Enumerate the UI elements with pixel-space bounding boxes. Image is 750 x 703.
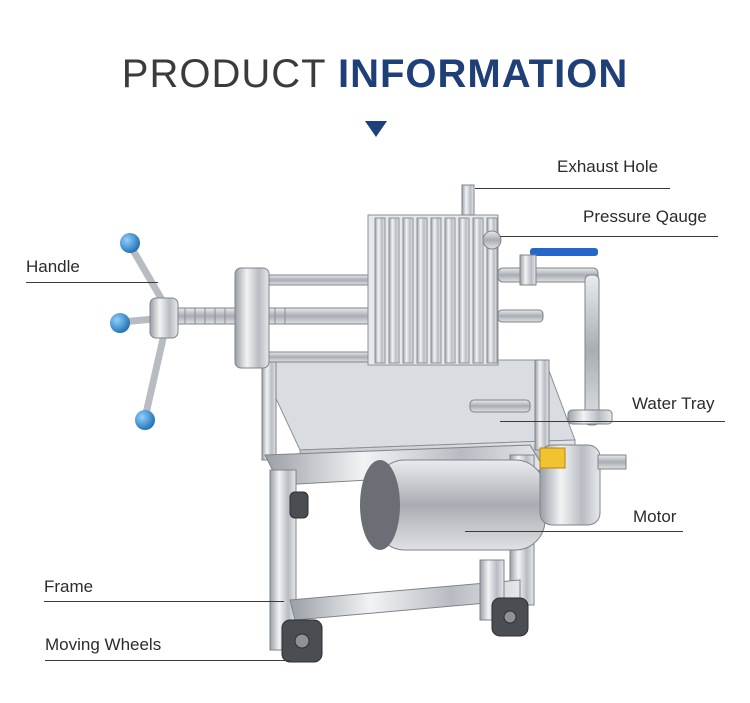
filter-plates xyxy=(367,214,499,366)
motor xyxy=(360,444,627,551)
leader-motor xyxy=(465,531,683,532)
label-moving-wheels: Moving Wheels xyxy=(45,635,162,654)
title-bold: INFORMATION xyxy=(337,52,629,96)
handle xyxy=(110,233,179,430)
page-title: PRODUCT INFORMATION xyxy=(0,52,750,97)
pressure-gauge xyxy=(482,230,502,250)
leader-water-tray xyxy=(500,421,725,422)
down-arrow-icon xyxy=(365,121,387,137)
label-frame: Frame xyxy=(44,577,94,596)
leader-moving-wheels xyxy=(45,660,290,661)
label-handle: Handle xyxy=(26,257,80,276)
leader-frame xyxy=(44,601,284,602)
exhaust-hole xyxy=(461,184,475,216)
label-exhaust-hole: Exhaust Hole xyxy=(557,157,659,176)
moving-wheels xyxy=(281,491,529,663)
leader-pressure-gauge xyxy=(500,236,718,237)
valve-handle xyxy=(530,248,598,256)
label-motor: Motor xyxy=(633,507,677,526)
title-light: PRODUCT xyxy=(121,52,326,96)
leader-handle xyxy=(26,282,158,283)
label-pressure-gauge: Pressure Qauge xyxy=(583,207,707,226)
label-water-tray: Water Tray xyxy=(632,394,715,413)
leader-exhaust-hole xyxy=(475,188,670,189)
